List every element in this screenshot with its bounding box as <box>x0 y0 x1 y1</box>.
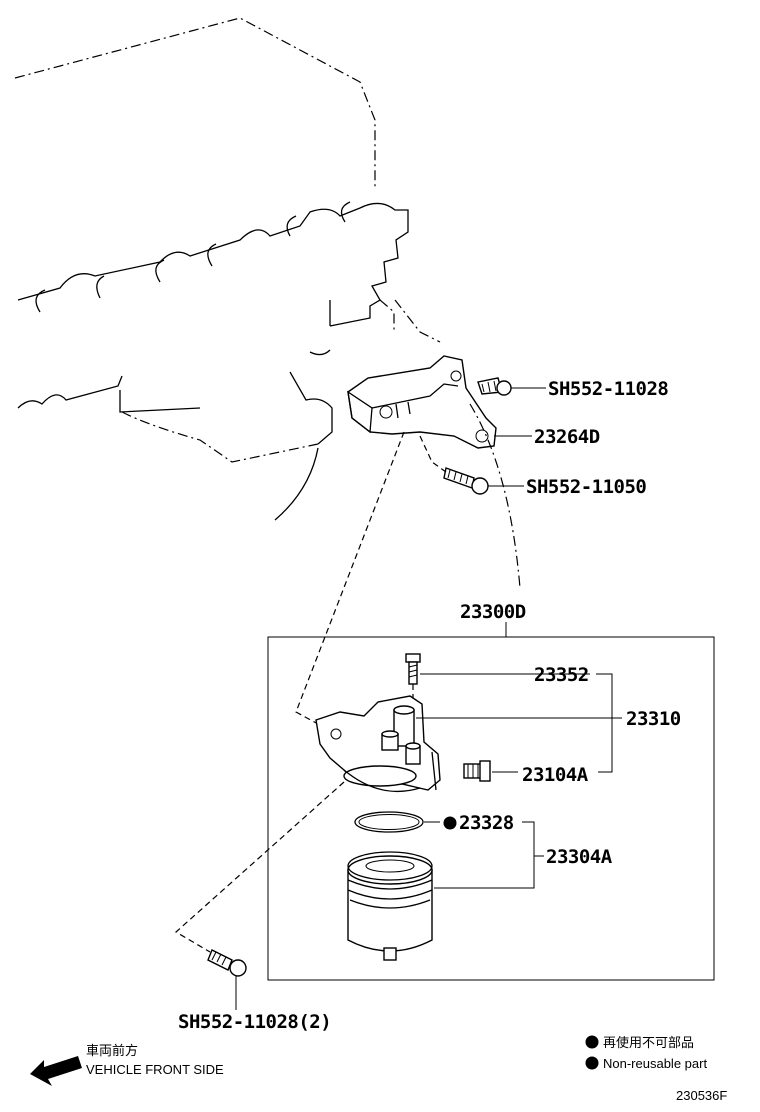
bolt-small-part <box>405 653 590 704</box>
label-assembly: 23300D <box>460 601 526 623</box>
label-bolt-top: SH552-11028 <box>548 378 668 400</box>
direction-jp: 車両前方 <box>86 1043 138 1058</box>
plug-part <box>463 760 518 782</box>
oring-part <box>354 811 440 833</box>
filled-circle-icon <box>585 1035 599 1049</box>
assembly-box <box>267 636 715 981</box>
bolt-bottom-part <box>174 781 345 1010</box>
figure-id: 230536F <box>676 1088 727 1103</box>
filled-circle-icon <box>585 1056 599 1070</box>
mount-path-line <box>295 431 405 725</box>
nonreuse-jp: 再使用不可部品 <box>603 1035 694 1050</box>
label-bolt-mid: SH552-11050 <box>526 476 646 498</box>
nonreuse-legend: 再使用不可部品 Non-reusable part <box>585 1035 707 1071</box>
label-body: 23310 <box>626 708 681 730</box>
label-bracket: 23264D <box>534 426 600 448</box>
direction-en: VEHICLE FRONT SIDE <box>86 1062 224 1077</box>
bracket-part <box>347 355 497 449</box>
label-bolt-bottom: SH552-11028(2) <box>178 1011 331 1033</box>
filter-cartridge-part <box>347 821 544 961</box>
filter-head-part <box>315 695 614 793</box>
label-oring: 23328 <box>459 812 514 834</box>
left-arrow-icon <box>30 1056 82 1086</box>
direction-legend: 車両前方 VEHICLE FRONT SIDE <box>30 1043 224 1086</box>
bolt-top-part <box>477 377 546 396</box>
filled-circle-icon <box>443 816 457 830</box>
engine-outline <box>14 17 441 521</box>
nonreuse-en: Non-reusable part <box>603 1056 707 1071</box>
bolt-mid-part <box>419 435 524 495</box>
assembly-leader <box>469 403 521 589</box>
label-plug: 23104A <box>522 764 589 786</box>
group-bracket <box>596 673 622 773</box>
label-bolt-small: 23352 <box>534 664 589 686</box>
label-filter: 23304A <box>546 846 613 868</box>
